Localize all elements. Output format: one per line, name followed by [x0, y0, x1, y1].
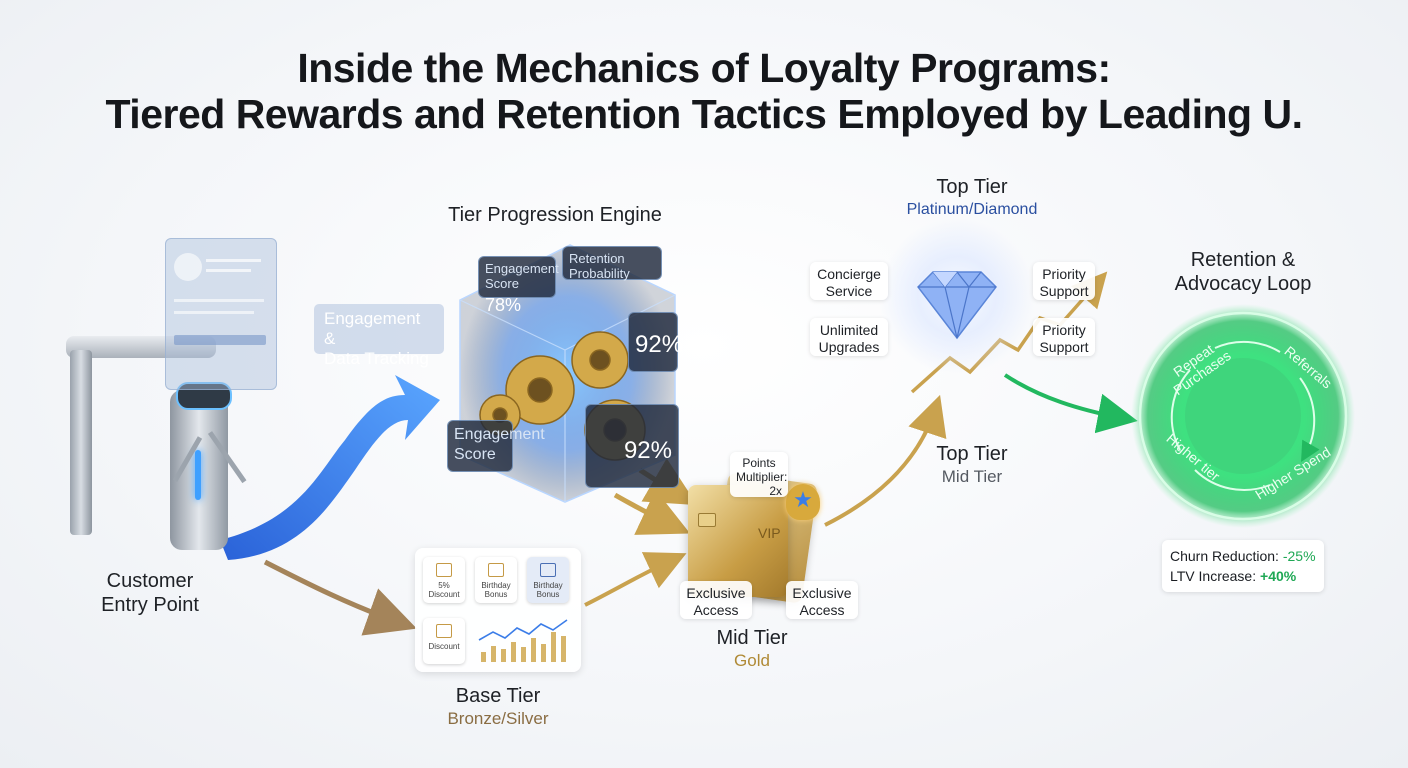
metric-ltv-value: +40%	[1260, 568, 1297, 584]
gold-arrow-base-card	[584, 552, 687, 607]
loop-title: Retention & Advocacy Loop	[1148, 248, 1338, 296]
chip-concierge-service: Concierge Service	[810, 262, 888, 300]
metric-ltv: LTV Increase: +40%	[1170, 566, 1316, 586]
panel-engagement-bottom-line-2: Score	[454, 446, 496, 463]
panel-engagement-score-bottom: Engagement Score	[447, 420, 545, 472]
entry-label-line-2: Entry Point	[101, 594, 199, 616]
turnstile-illustration	[60, 320, 250, 550]
gold-arrow-engine-card-2	[613, 489, 691, 535]
tile-discount-line-1: 5%	[438, 581, 450, 590]
tag-icon	[436, 624, 452, 638]
green-arrow-to-loop	[1003, 373, 1138, 434]
metric-churn-label: Churn Reduction:	[1170, 548, 1279, 564]
exclusive-access-left: Exclusive Access	[680, 581, 752, 619]
gift-icon	[488, 563, 504, 577]
metric-churn: Churn Reduction: -25%	[1170, 546, 1316, 566]
mid-tier-label: Mid Tier Gold	[672, 626, 832, 672]
card-vip-text: VIP	[758, 525, 781, 541]
gift-icon	[540, 563, 556, 577]
engagement-tag-line-2: Data Tracking	[324, 349, 429, 368]
exclusive-right-line-2: Access	[799, 602, 845, 618]
metric-churn-value: -25%	[1282, 548, 1316, 564]
coupon-icon	[436, 563, 452, 577]
chip-concierge-line-2: Service	[825, 283, 873, 299]
panel-engagement-score-top-label: Engagement Score	[485, 261, 559, 291]
top-tier-subtitle: Platinum/Diamond	[906, 201, 1038, 218]
diamond-icon	[917, 271, 997, 340]
panel-92-top: 92%	[628, 312, 684, 372]
title-line-1: Inside the Mechanics of Loyalty Programs…	[297, 45, 1111, 91]
tile-birthday-2-line-1: Birthday	[533, 581, 563, 590]
star-shield-icon: ★	[786, 484, 820, 520]
chip-unlimited-upgrades: Unlimited Upgrades	[810, 318, 888, 356]
gold-arrow-card-top	[824, 394, 947, 527]
panel-92-bottom: 92%	[585, 404, 679, 488]
chip-priority-support-2: Priority Support	[1033, 318, 1095, 356]
tile-birthday-1-line-2: Bonus	[484, 590, 508, 599]
tile-discount-2: Discount	[423, 618, 465, 664]
loop-title-line-1: Retention &	[1190, 249, 1296, 271]
points-multiplier-value: 2x	[769, 484, 782, 498]
base-tier-title: Base Tier	[455, 685, 541, 707]
tile-birthday-1-line-1: Birthday	[481, 581, 511, 590]
entry-label: Customer Entry Point	[60, 569, 240, 617]
mid-tier-subtitle: Gold	[734, 651, 770, 670]
tile-discount-2-line-2: Discount	[428, 642, 460, 651]
metric-ltv-label: LTV Increase:	[1170, 568, 1257, 584]
tile-discount: 5%Discount	[423, 557, 465, 603]
panel-retention-probability: Retention Probability	[562, 246, 662, 281]
progress-label-line-2: Mid Tier	[941, 467, 1003, 486]
top-tier-title: Top Tier	[936, 176, 1008, 198]
gold-card-front: VIP	[688, 485, 788, 597]
metrics-card: Churn Reduction: -25% LTV Increase: +40%	[1162, 540, 1324, 592]
exclusive-access-right: Exclusive Access	[786, 581, 858, 619]
progress-label: Top Tier Mid Tier	[900, 442, 1044, 488]
exclusive-left-line-1: Exclusive	[686, 585, 746, 601]
tile-discount-line-2: Discount	[428, 590, 460, 599]
mid-tier-title: Mid Tier	[716, 627, 788, 649]
chip-priority-1-line-2: Support	[1039, 283, 1089, 299]
chip-priority-2-line-2: Support	[1039, 339, 1089, 355]
top-tier-label: Top Tier Platinum/Diamond	[872, 175, 1072, 221]
bronze-arrow-to-base	[263, 559, 417, 636]
chip-priority-1-line-1: Priority	[1042, 266, 1086, 282]
panel-value-78: 78%	[485, 295, 522, 315]
chip-unlimited-line-1: Unlimited	[819, 322, 879, 338]
mini-bar-chart-icon	[478, 619, 568, 662]
engagement-tag-line-1: Engagement &	[324, 309, 421, 348]
panel-value-92-bottom: 92%	[623, 437, 672, 464]
chip-concierge-line-1: Concierge	[817, 266, 881, 282]
tile-birthday-2-line-2: Bonus	[536, 590, 560, 599]
progress-label-line-1: Top Tier	[936, 443, 1008, 465]
base-tier-subtitle: Bronze/Silver	[447, 709, 549, 728]
engagement-tag: Engagement & Data Tracking	[314, 304, 444, 368]
points-multiplier-chip: Points Multiplier: 2x	[730, 452, 788, 498]
exclusive-left-line-2: Access	[693, 602, 739, 618]
panel-engagement-score-top: Engagement Score 78%	[478, 256, 559, 315]
base-tier-label: Base Tier Bronze/Silver	[398, 684, 598, 730]
exclusive-right-line-1: Exclusive	[792, 585, 852, 601]
card-chip-icon	[698, 513, 716, 527]
chip-unlimited-line-2: Upgrades	[818, 339, 880, 355]
holo-profile-panel	[165, 238, 277, 390]
panel-retention-probability-label: Retention Probability	[569, 251, 630, 281]
panel-engagement-bottom-line-1: Engagement	[454, 426, 545, 443]
panel-value-92-top: 92%	[635, 331, 684, 358]
entry-label-line-1: Customer	[106, 570, 194, 592]
chip-priority-2-line-1: Priority	[1042, 322, 1086, 338]
avatar-icon	[174, 253, 202, 281]
loop-title-line-2: Advocacy Loop	[1174, 273, 1312, 295]
points-multiplier-line-1: Points	[742, 456, 776, 470]
points-multiplier-line-2: Multiplier:	[736, 470, 788, 484]
engine-title: Tier Progression Engine	[448, 204, 662, 226]
title-line-2: Tiered Rewards and Retention Tactics Emp…	[105, 91, 1303, 137]
blue-flow-arrow	[220, 375, 440, 560]
chip-priority-support-1: Priority Support	[1033, 262, 1095, 300]
